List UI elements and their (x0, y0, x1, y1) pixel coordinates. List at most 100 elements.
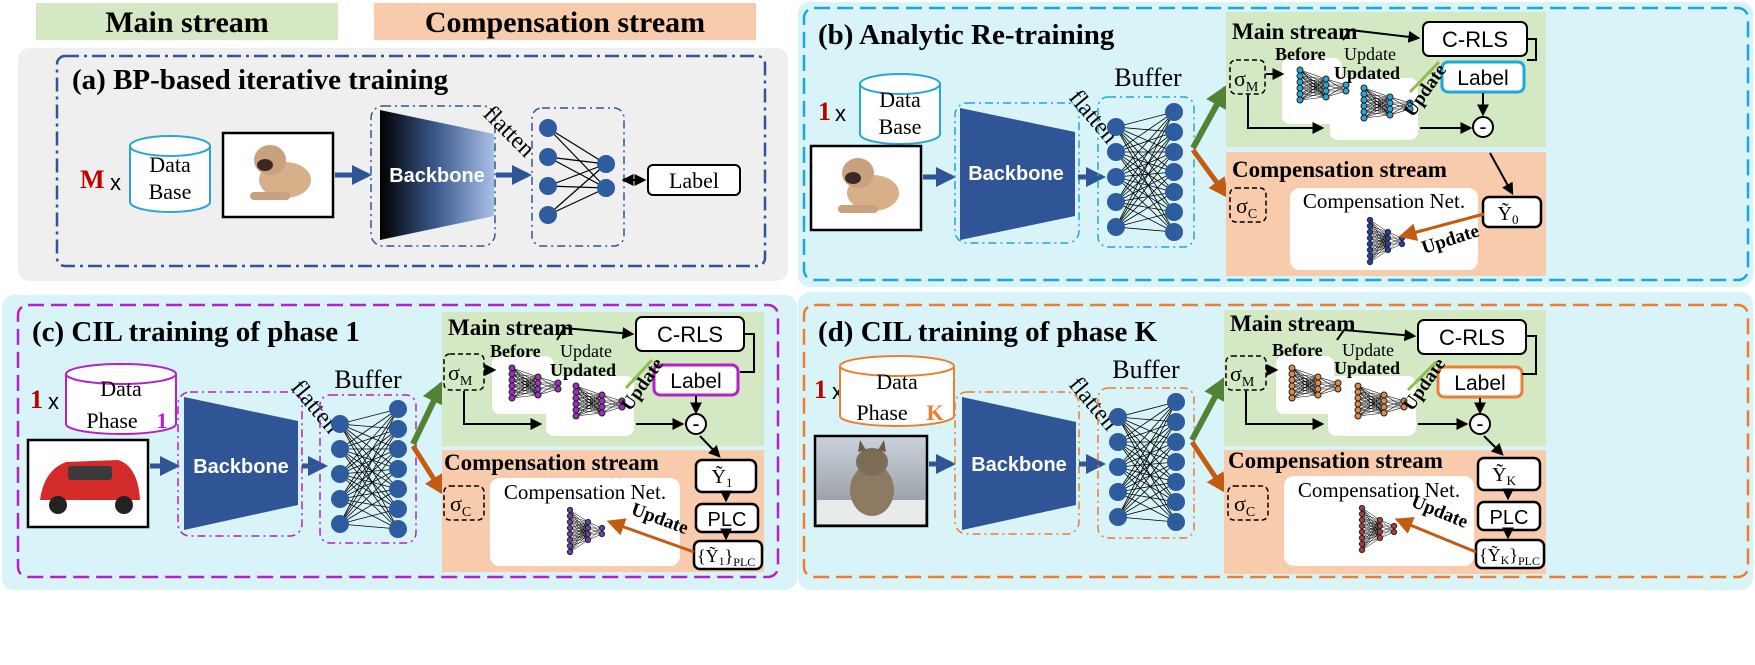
panel-b-buffer-net (1107, 103, 1183, 241)
net-node (1354, 400, 1362, 408)
net-edge (569, 521, 589, 529)
net-edge (1291, 376, 1319, 399)
net-edge (1115, 151, 1175, 213)
net-node (1296, 90, 1304, 98)
net-node (1288, 388, 1296, 396)
panel-d-phase-number: K (926, 400, 943, 425)
net-edge (569, 533, 589, 553)
panel-b-minus-sign: - (1480, 116, 1487, 138)
legend: Main stream Compensation stream (36, 3, 756, 40)
net-node (1288, 370, 1296, 378)
net-edge (1115, 151, 1175, 193)
net-node (566, 506, 574, 514)
panel-b-arrow-sigma-updated (1247, 95, 1325, 134)
net-edge (511, 388, 539, 399)
net-edge (1369, 243, 1389, 263)
panel-c-database-icon (65, 363, 177, 435)
net-node (572, 382, 580, 390)
net-edge (1363, 96, 1391, 113)
net-edge (339, 523, 399, 530)
net-edge (1369, 237, 1389, 263)
net-node (389, 460, 407, 478)
panel-b-database-icon (859, 73, 941, 145)
net-node (1376, 516, 1384, 524)
panel-b-db-line2: Base (879, 114, 922, 139)
panel-a-multiplier: M (80, 165, 105, 194)
panel-d-label-text: Label (1454, 372, 1505, 395)
net-node (508, 370, 516, 378)
net-edge (339, 448, 399, 510)
panel-d-arrow-to-main (1189, 375, 1227, 442)
panel-d-set-label: {ỸK}PLC (1479, 544, 1540, 568)
net-edge (511, 376, 539, 381)
panel-c-arrow-sigma-updated (463, 391, 543, 430)
net-node (1384, 234, 1392, 242)
net-edge (1369, 219, 1389, 233)
net-edge (1117, 491, 1177, 503)
panel-c-multiplier: 1 (30, 385, 43, 414)
net-node (1398, 240, 1406, 248)
net-node (1390, 522, 1398, 530)
net-edge (1363, 108, 1391, 119)
net-edge (1357, 394, 1385, 417)
net-edge (1117, 516, 1177, 523)
net-node (1314, 379, 1322, 387)
panel-d-backbone-label: Backbone (971, 454, 1067, 476)
net-edge (1117, 461, 1177, 493)
net-node (1322, 75, 1330, 83)
panel-a-db-line1: Data (149, 152, 191, 177)
panel-c: (c) CIL training of phase 1 1 x Data Pha… (2, 295, 797, 590)
net-edge (1115, 211, 1175, 228)
panel-d-buffer-net (1109, 393, 1185, 531)
panel-b-yhat: Ỹ0 (1498, 201, 1519, 227)
net-edge (1117, 461, 1177, 468)
panel-d-cat-image (813, 434, 929, 528)
net-edge (339, 498, 399, 510)
net-node (1366, 234, 1374, 242)
net-node (1366, 240, 1374, 248)
panel-c-backbone-frame (177, 391, 303, 537)
net-edge (1115, 171, 1175, 178)
panel-b-before-label: Before (1275, 44, 1326, 64)
panel-d-yhat: ỸK (1492, 462, 1516, 488)
panel-c-yhat: Ỹ1 (712, 464, 733, 490)
net-edge (339, 473, 399, 530)
net-node (1322, 93, 1330, 101)
net-node (1107, 193, 1125, 211)
panel-d-main-net-before (1288, 364, 1342, 402)
net-edge (1115, 111, 1175, 128)
net-node (1358, 540, 1366, 548)
net-edge (1115, 111, 1175, 203)
panel-b-yhat-box (1481, 195, 1543, 229)
net-node (389, 520, 407, 538)
panel-b-title: (b) Analytic Re-training (818, 19, 1115, 51)
net-edge (339, 448, 399, 490)
net-edge (1361, 519, 1381, 539)
net-node (1322, 81, 1330, 89)
net-node (1296, 96, 1304, 104)
panel-b-minus-node (1472, 116, 1494, 138)
panel-b-updated-label: Updated (1334, 63, 1400, 83)
net-edge (1115, 171, 1175, 203)
net-edge (575, 394, 603, 405)
panel-c-before-update-label: Update (560, 341, 612, 361)
net-edge (1361, 525, 1381, 551)
panel-c-main-net-updated (572, 382, 626, 420)
net-edge (1291, 373, 1319, 378)
net-edge (1363, 93, 1391, 98)
net-edge (1117, 441, 1177, 463)
net-node (539, 206, 557, 224)
net-edge (569, 527, 589, 553)
net-edge (339, 448, 399, 500)
panel-c-comp-title: Compensation stream (444, 450, 659, 475)
panel-d-times: x (832, 379, 843, 404)
panel-d-arrow-to-comp (1189, 440, 1227, 494)
panel-b-arrow-to-main (1190, 83, 1229, 150)
panel-c-sigma-c: σC (450, 491, 471, 520)
panel-d-set-box (1474, 538, 1546, 570)
net-node (508, 382, 516, 390)
panel-b-comp-update-arrow (1398, 212, 1485, 241)
panel-d-sigma-c: σC (1234, 491, 1255, 520)
panel-b-updated-box (1330, 78, 1418, 140)
legend-main-label: Main stream (105, 6, 269, 39)
